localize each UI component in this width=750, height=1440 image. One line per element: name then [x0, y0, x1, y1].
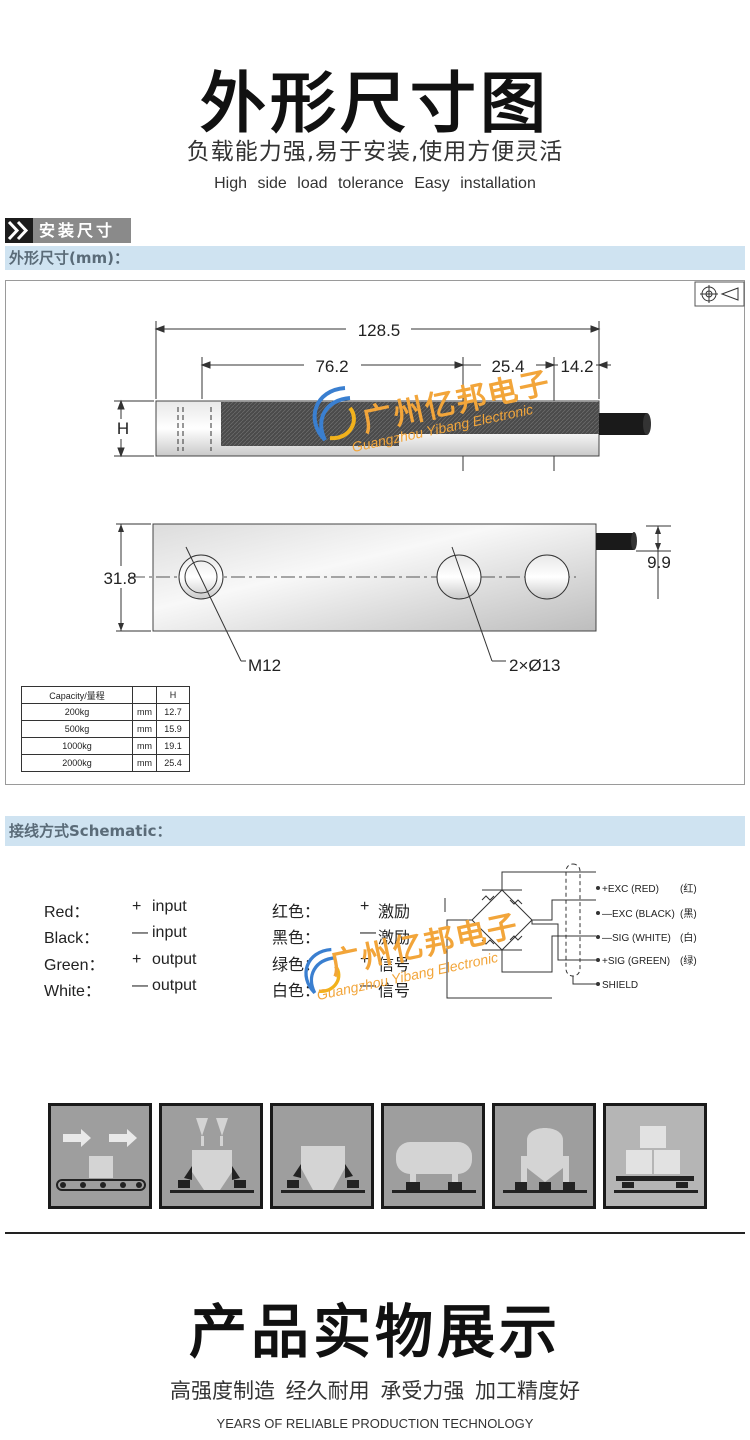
- install-size-label: 安装尺寸: [33, 218, 131, 243]
- table-cell: 15.9: [156, 720, 190, 738]
- wire-func: input: [152, 898, 187, 915]
- table-cell: mm: [132, 720, 157, 738]
- table-row: 2000kg mm 25.4: [21, 754, 190, 772]
- hopper-icon: [270, 1103, 374, 1209]
- wire-sign: —: [132, 977, 148, 994]
- table-cell: mm: [132, 737, 157, 755]
- conveyor-icon: [48, 1103, 152, 1209]
- page-title: 外形尺寸图: [200, 65, 550, 142]
- terminal-sig-plus: +SIG (GREEN): [602, 956, 670, 967]
- sensor-side-view: [155, 400, 651, 457]
- section-divider: [5, 1232, 745, 1234]
- holes-label: 2×Ø13: [509, 656, 561, 675]
- page-subtitle: 负载能力强,易于安装,使用方便灵活: [186, 139, 564, 165]
- double-chevron-icon: [5, 218, 33, 243]
- terminal-shield: SHIELD: [602, 980, 638, 991]
- dim-a-label: 76.2: [315, 357, 348, 376]
- schematic-bar: 接线方式Schematic：: [5, 816, 745, 846]
- terminal-exc-minus: —EXC (BLACK): [602, 909, 675, 920]
- vertical-tank-icon: [492, 1103, 596, 1209]
- dim-c-label: 14.2: [560, 357, 593, 376]
- wire-color: 红色：: [272, 904, 321, 921]
- table-cell: mm: [132, 754, 157, 772]
- table-cell: 19.1: [156, 737, 190, 755]
- dimension-lines-top: [114, 321, 611, 471]
- sensor-top-view: [116, 523, 671, 662]
- dim-width-label: 31.8: [103, 569, 136, 588]
- wire-sign: —: [132, 924, 148, 941]
- capacity-table: Capacity/量程 H 200kg mm 12.7 500kg mm 15.…: [21, 686, 190, 772]
- horizontal-tank-icon: [381, 1103, 485, 1209]
- product-section-title: 产品实物展示: [188, 1298, 561, 1366]
- wire-func: 信号: [378, 957, 411, 974]
- table-header: Capacity/量程: [21, 686, 133, 704]
- dual-hopper-icon: [159, 1103, 263, 1209]
- table-cell: 12.7: [156, 703, 190, 721]
- terminal-exc-minus-cn: (黑): [680, 908, 697, 920]
- terminal-sig-plus-cn: (绿): [680, 954, 697, 967]
- wire-func: 激励: [378, 930, 411, 947]
- wire-sign: +: [132, 951, 142, 968]
- product-section-english: YEARS OF RELIABLE PRODUCTION TECHNOLOGY: [216, 1416, 534, 1431]
- table-header: [132, 686, 157, 704]
- wire-color: Green：: [44, 957, 105, 974]
- table-header-row: Capacity/量程 H: [21, 686, 190, 704]
- wire-color: Red：: [44, 904, 90, 921]
- table-cell: 1000kg: [21, 737, 133, 755]
- wire-func: input: [152, 924, 187, 941]
- product-section-subtitle: 高强度制造 经久耐用 承受力强 加工精度好: [169, 1379, 581, 1403]
- wire-func: output: [152, 951, 197, 968]
- table-cell: 200kg: [21, 703, 133, 721]
- wire-sign: +: [360, 951, 370, 968]
- wire-func: 激励: [378, 904, 411, 921]
- table-row: 200kg mm 12.7: [21, 703, 190, 721]
- dim-total-label: 128.5: [358, 321, 401, 340]
- bridge-schematic: +EXC (RED) (红) —EXC (BLACK) (黑) —SIG (WH…: [444, 863, 697, 999]
- terminal-sig-minus-cn: (白): [680, 931, 697, 944]
- install-size-tag: 安装尺寸: [5, 218, 131, 243]
- wire-color: White：: [44, 983, 101, 1000]
- wire-color: Black：: [44, 930, 100, 947]
- terminal-exc-plus-cn: (红): [680, 882, 697, 895]
- table-row: 1000kg mm 19.1: [21, 737, 190, 755]
- wire-sign: +: [360, 898, 370, 915]
- thread-label: M12: [248, 656, 281, 675]
- table-cell: 500kg: [21, 720, 133, 738]
- projection-symbol-icon: [694, 281, 745, 307]
- page-subtitle-english: High side load tolerance Easy installati…: [214, 175, 536, 192]
- table-cell: mm: [132, 703, 157, 721]
- dim-cable-label: 9.9: [647, 553, 671, 572]
- table-header: H: [156, 686, 190, 704]
- wire-sign: —: [360, 977, 376, 994]
- terminal-exc-plus: +EXC (RED): [602, 884, 659, 895]
- dim-h-label: H: [117, 419, 129, 438]
- dim-b-label: 25.4: [491, 357, 524, 376]
- table-row: 500kg mm 15.9: [21, 720, 190, 738]
- table-cell: 25.4: [156, 754, 190, 772]
- wire-sign: —: [360, 924, 376, 941]
- terminal-sig-minus: —SIG (WHITE): [602, 933, 671, 944]
- application-icons: [48, 1103, 708, 1209]
- wire-sign: +: [132, 898, 142, 915]
- table-cell: 2000kg: [21, 754, 133, 772]
- dimensions-bar: 外形尺寸(mm)：: [5, 246, 745, 270]
- platform-scale-icon: [603, 1103, 707, 1209]
- wire-func: 信号: [378, 983, 411, 1000]
- wire-func: output: [152, 977, 197, 994]
- wire-color: 黑色：: [272, 930, 321, 947]
